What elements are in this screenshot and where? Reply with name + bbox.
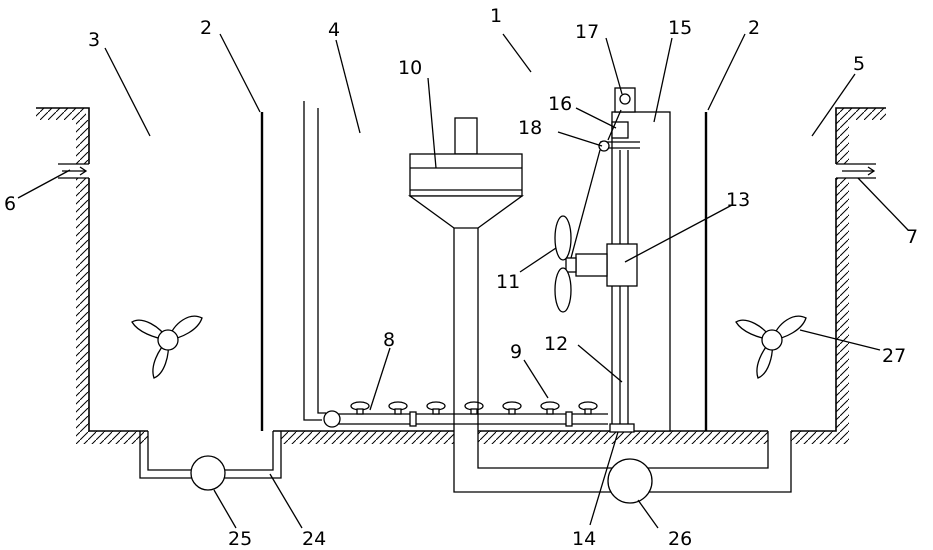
aeration-pipe <box>323 410 608 428</box>
label-12: 12 <box>544 333 568 355</box>
label-2-right: 2 <box>748 17 760 39</box>
label-27: 27 <box>882 345 906 367</box>
label-2-left: 2 <box>200 17 212 39</box>
label-6: 6 <box>4 193 16 215</box>
inlet-pipe <box>58 163 89 179</box>
air-pipe-inner <box>317 108 326 414</box>
label-5: 5 <box>853 53 865 75</box>
left-return-pipe <box>139 431 282 491</box>
label-26: 26 <box>668 528 692 550</box>
right-mixer-propeller <box>735 315 807 379</box>
label-24: 24 <box>302 528 326 550</box>
label-1: 1 <box>490 5 502 27</box>
label-18: 18 <box>518 117 542 139</box>
label-11: 11 <box>496 271 520 293</box>
label-4: 4 <box>328 19 340 41</box>
settling-unit <box>408 117 524 431</box>
ground-hatching <box>36 108 886 444</box>
right-return-pipe <box>453 431 792 504</box>
label-14: 14 <box>572 528 596 550</box>
label-17: 17 <box>575 21 599 43</box>
label-13: 13 <box>726 189 750 211</box>
label-8: 8 <box>383 329 395 351</box>
label-9: 9 <box>510 341 522 363</box>
label-25: 25 <box>228 528 252 550</box>
mixer-motor <box>565 243 638 287</box>
air-pipe-outer <box>303 101 322 421</box>
label-3: 3 <box>88 29 100 51</box>
outlet-pipe <box>836 163 876 179</box>
label-10: 10 <box>398 57 422 79</box>
left-mixer-propeller <box>131 315 203 379</box>
label-16: 16 <box>548 93 572 115</box>
label-7: 7 <box>906 226 918 248</box>
label-15: 15 <box>668 17 692 39</box>
leader-lines <box>17 33 909 529</box>
aerator-heads <box>350 401 598 415</box>
mixer-blades <box>554 215 572 313</box>
